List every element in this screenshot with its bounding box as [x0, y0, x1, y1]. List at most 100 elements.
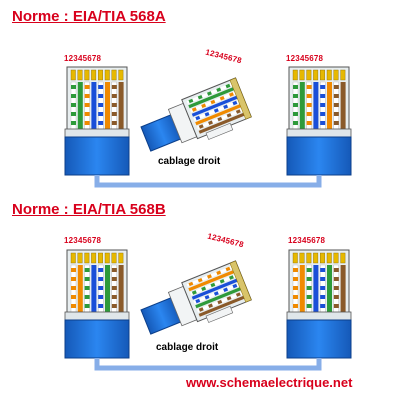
wire-stripe [201, 286, 207, 291]
wire-blue [91, 265, 97, 313]
gold-contact [326, 69, 332, 81]
wire-stripe [320, 277, 326, 281]
website-footer: www.schemaelectrique.net [186, 375, 353, 390]
wire-orange [299, 265, 305, 313]
wire-stripe [333, 277, 339, 281]
gold-contact [292, 252, 298, 264]
wire-brown [340, 82, 346, 130]
straight-cable-link [94, 358, 322, 371]
gold-contact [77, 69, 83, 81]
wire-stripe [84, 295, 90, 299]
wire-stripe [213, 291, 219, 296]
wire-stripe [293, 304, 298, 308]
gold-contact [84, 69, 90, 81]
wire-stripe [293, 268, 298, 272]
gold-contact [118, 69, 124, 81]
wire-stripe [219, 96, 225, 101]
wire-stripe [111, 286, 117, 290]
plug-latch [205, 305, 234, 323]
gold-contact [104, 252, 110, 264]
wire-stripe [306, 103, 312, 107]
cable-jacket [64, 319, 130, 359]
gold-contact [118, 252, 124, 264]
wire-stripe [235, 292, 241, 297]
gold-contact [91, 252, 97, 264]
wire-stripe [225, 266, 231, 272]
wire-stripe [111, 277, 117, 281]
cable-jacket [286, 136, 352, 176]
wire-green [299, 82, 305, 130]
wire-stripe [333, 94, 339, 98]
pin-numbers-left-568a: 12345678 [64, 54, 102, 63]
wire-stripe [320, 85, 326, 89]
gold-contact [104, 69, 110, 81]
wire-stripe [71, 304, 76, 308]
wire-stripe [210, 282, 216, 288]
wire-stripe [333, 121, 339, 125]
wire-stripe [216, 87, 222, 92]
wire-stripe [207, 274, 212, 279]
wire-stripe [320, 121, 326, 125]
wire-stripe [71, 286, 76, 290]
gold-contact [299, 69, 305, 81]
wire-brown [198, 295, 247, 317]
gold-contact [306, 69, 312, 81]
wire-stripe [98, 295, 104, 299]
wire-stripe [195, 115, 201, 121]
wire-stripe [320, 304, 326, 308]
wire-stripe [333, 85, 339, 89]
rj45-connector-left [64, 249, 130, 359]
wire-stripe [84, 277, 90, 281]
wire-stripe [71, 277, 76, 281]
gold-contact [111, 252, 117, 264]
wire-stripe [71, 121, 76, 125]
wire-stripe [208, 120, 213, 126]
wire-orange [195, 103, 243, 126]
wire-stripe [216, 270, 222, 275]
wire-stripe [71, 94, 76, 98]
plug-latch [205, 122, 234, 140]
wire-stripe [188, 281, 194, 287]
plug-boot-band [64, 311, 130, 321]
wire-stripe [306, 286, 312, 290]
wire-stripe [98, 112, 104, 116]
wire-stripe [293, 121, 298, 125]
wire-stripe [111, 268, 117, 272]
gold-contact [320, 252, 325, 264]
wire-stripe [293, 103, 298, 107]
wire-stripe [98, 94, 104, 98]
wire-stripe [84, 103, 90, 107]
wire-stripe [195, 298, 201, 304]
wire-stripe [204, 112, 210, 117]
wire-stripe [333, 295, 339, 299]
gold-contact [299, 252, 305, 264]
wire-stripe [320, 295, 326, 299]
wire-stripe [71, 112, 76, 116]
wire-stripe [111, 103, 117, 107]
gold-contact [333, 69, 339, 81]
wire-stripe [201, 103, 207, 108]
wire-stripe [293, 112, 298, 116]
wire-blue [313, 265, 319, 313]
wire-orange [188, 269, 236, 292]
wire-brown [198, 112, 247, 134]
plug-boot-band [64, 128, 130, 138]
wire-stripe [232, 283, 238, 289]
wire-stripe [98, 121, 104, 125]
plug-boot-band [286, 311, 352, 321]
wire-stripe [98, 304, 104, 308]
wire-stripe [71, 268, 76, 272]
cable-label-568b: cablage droit [156, 342, 219, 353]
plug-boot-band [286, 128, 352, 138]
wire-stripe [226, 113, 232, 118]
wire-stripe [293, 286, 298, 290]
wire-brown [118, 82, 124, 130]
cable-jacket [64, 136, 130, 176]
wire-stripe [198, 124, 204, 129]
wire-brown [340, 265, 346, 313]
plug-housing [288, 249, 350, 317]
wire-green [188, 86, 236, 109]
wire-stripe [320, 103, 326, 107]
wire-stripe [293, 277, 298, 281]
